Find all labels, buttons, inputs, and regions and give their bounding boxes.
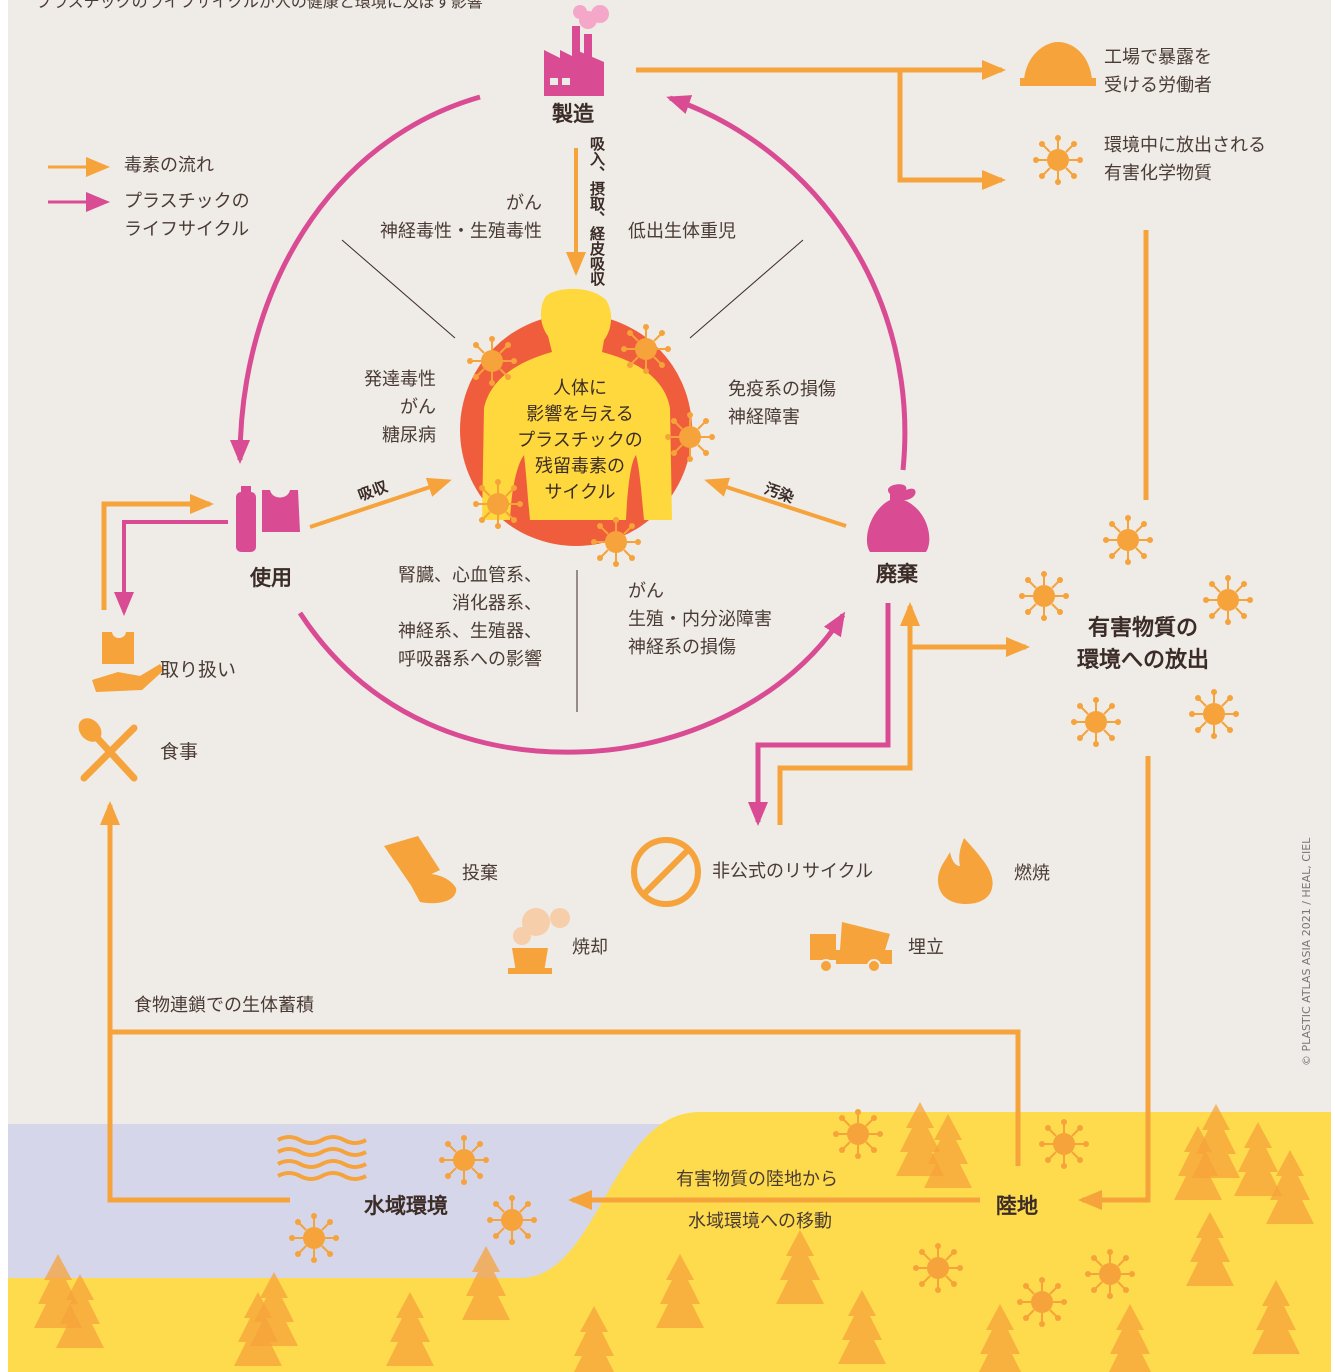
dump-truck-icon — [810, 922, 892, 973]
lifecycle-arcs — [230, 94, 908, 755]
effect-top-right: 低出生体重児 — [628, 221, 736, 242]
bottle-bag-icon — [236, 486, 300, 552]
land-label: 陸地 — [996, 1194, 1038, 1218]
incineration-label: 焼却 — [572, 937, 608, 958]
burning-label: 燃焼 — [1014, 863, 1050, 884]
aquatic-label: 水域環境 — [364, 1194, 448, 1218]
effect-top-left-1: がん — [506, 193, 542, 214]
effect-bottom-right-2: 生殖・内分泌障害 — [628, 609, 772, 630]
helmet-icon — [1020, 42, 1096, 86]
chemicals-label-2: 有害化学物質 — [1104, 163, 1212, 184]
dumping-label: 投棄 — [462, 863, 498, 884]
effect-left-3: 糖尿病 — [382, 425, 436, 446]
migration-label-1: 有害物質の陸地から — [676, 1169, 838, 1190]
effect-bottom-right-1: がん — [628, 581, 664, 602]
hand-bag-icon — [92, 632, 164, 692]
center-label: 人体に 影響を与える プラスチックの 残留毒素の サイクル — [517, 378, 643, 504]
contamination-arrow — [704, 477, 847, 528]
factory-icon — [544, 5, 609, 96]
legend-lifecycle-l2: ライフサイクル — [124, 219, 250, 240]
wave-icon — [277, 1135, 367, 1181]
informal-recycling-label: 非公式のリサイクル — [712, 861, 874, 882]
exposure-route-label: 吸入、摂取、経皮吸収 — [588, 136, 606, 286]
human-body-circle — [460, 288, 716, 568]
stage-disposal: 廃棄 — [876, 562, 918, 586]
effect-top-left-2: 神経毒性・生殖毒性 — [380, 221, 542, 242]
fire-icon — [938, 838, 993, 904]
use-to-handling-arrow — [114, 520, 228, 616]
effect-left-1: 発達毒性 — [364, 369, 436, 390]
handling-label: 取り扱い — [160, 659, 237, 681]
effect-dividers — [341, 239, 804, 712]
legend-lifecycle-l1: プラスチックの — [124, 191, 250, 212]
incinerator-icon — [508, 908, 570, 974]
workers-label-2: 受ける労働者 — [1104, 75, 1212, 96]
absorption-arrow — [309, 477, 452, 529]
landfill-label: 埋立 — [908, 937, 944, 958]
legend-arrows — [48, 157, 110, 212]
page-title: プラスチックのライフサイクルが人の健康と環境に及ぼす影響 — [36, 0, 483, 11]
release-label-2: 環境への放出 — [1076, 648, 1209, 673]
effect-bottom-left-3: 神経系、生殖器、 — [398, 621, 542, 642]
workers-label-1: 工場で暴露を — [1104, 47, 1212, 68]
stage-use: 使用 — [250, 566, 292, 590]
credit-text: © PLASTIC ATLAS ASIA 2021 / HEAL, CIEL — [1300, 837, 1313, 1066]
eating-label: 食事 — [160, 741, 199, 763]
legend-toxin-flow: 毒素の流れ — [124, 155, 214, 176]
effect-bottom-right-3: 神経系の損傷 — [628, 637, 736, 658]
chemicals-label-1: 環境中に放出される — [1104, 135, 1266, 156]
effect-bottom-left-4: 呼吸器系への影響 — [398, 649, 542, 670]
no-entry-icon — [631, 837, 701, 907]
release-label-1: 有害物質の — [1087, 616, 1198, 641]
effect-bottom-left-2: 消化器系、 — [452, 593, 542, 614]
stage-manufacturing: 製造 — [552, 102, 594, 126]
migration-label-2: 水域環境への移動 — [688, 1211, 832, 1232]
effect-bottom-left-1: 腎臓、心血管系、 — [398, 565, 542, 586]
effect-left-2: がん — [400, 397, 436, 418]
effect-right-1: 免疫系の損傷 — [728, 379, 836, 400]
effect-right-2: 神経障害 — [728, 407, 800, 428]
trash-bag-icon — [866, 484, 930, 552]
dumping-icon — [384, 836, 457, 904]
food-chain-label: 食物連鎖での生体蓄積 — [134, 995, 314, 1016]
